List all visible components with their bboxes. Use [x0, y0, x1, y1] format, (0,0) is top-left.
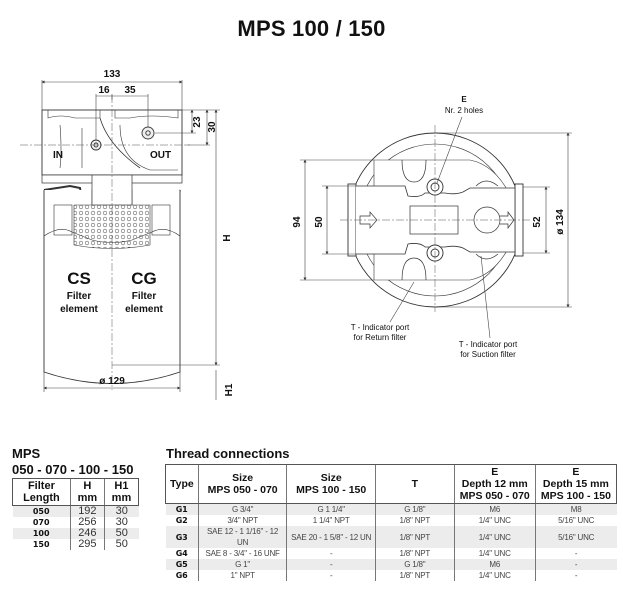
dim-height-h: H: [222, 234, 233, 241]
callout-t-return-2: for Return filter: [354, 333, 407, 342]
dim-offset-35: 35: [124, 85, 136, 96]
thread-table-heading: Thread connections: [166, 446, 290, 461]
technical-drawings: 133 16 35 23 30 H H1 ø 129 IN OUT CS CG …: [20, 69, 572, 400]
out-port-icon: [141, 126, 155, 140]
flow-arrow-in-icon: [359, 211, 378, 229]
label-out: OUT: [150, 150, 171, 161]
length-table-heading-2: 050 - 070 - 100 - 150: [12, 462, 134, 477]
label-cs-filter: Filter: [67, 291, 92, 302]
length-table-heading: MPS 050 - 070 - 100 - 150: [12, 446, 133, 478]
side-view-dimensions: [41, 80, 220, 400]
side-view-drawing: [20, 95, 190, 390]
callout-e-holes: Nr. 2 holes: [445, 106, 483, 115]
callout-t-suction-2: for Suction filter: [460, 350, 516, 359]
label-cs-element: element: [60, 304, 98, 315]
label-in: IN: [53, 150, 63, 161]
length-table-heading-1: MPS: [12, 446, 41, 461]
callout-t-suction-1: T - Indicator port: [459, 340, 518, 349]
dim-height-23: 23: [192, 116, 203, 128]
label-cg-filter: Filter: [132, 291, 157, 302]
top-view-drawing: [340, 125, 530, 312]
header-t: T: [374, 464, 455, 504]
header-type: Type: [165, 464, 199, 504]
callout-e: E: [461, 95, 467, 104]
dim-52: 52: [532, 216, 543, 228]
dim-50: 50: [314, 216, 325, 228]
label-cs: CS: [67, 269, 91, 288]
dim-width-133: 133: [104, 69, 121, 80]
page-title: MPS 100 / 150: [237, 16, 386, 41]
dim-diameter-129: ø 129: [99, 376, 125, 387]
dim-offset-16: 16: [98, 85, 110, 96]
dim-diameter-134: ø 134: [555, 209, 566, 235]
dim-94: 94: [292, 216, 303, 228]
top-view-dimensions: [300, 116, 572, 339]
dim-height-h1: H1: [224, 383, 235, 396]
callout-t-return-1: T - Indicator port: [351, 323, 410, 332]
dim-height-30: 30: [207, 121, 218, 133]
label-cg: CG: [131, 269, 157, 288]
label-cg-element: element: [125, 304, 163, 315]
